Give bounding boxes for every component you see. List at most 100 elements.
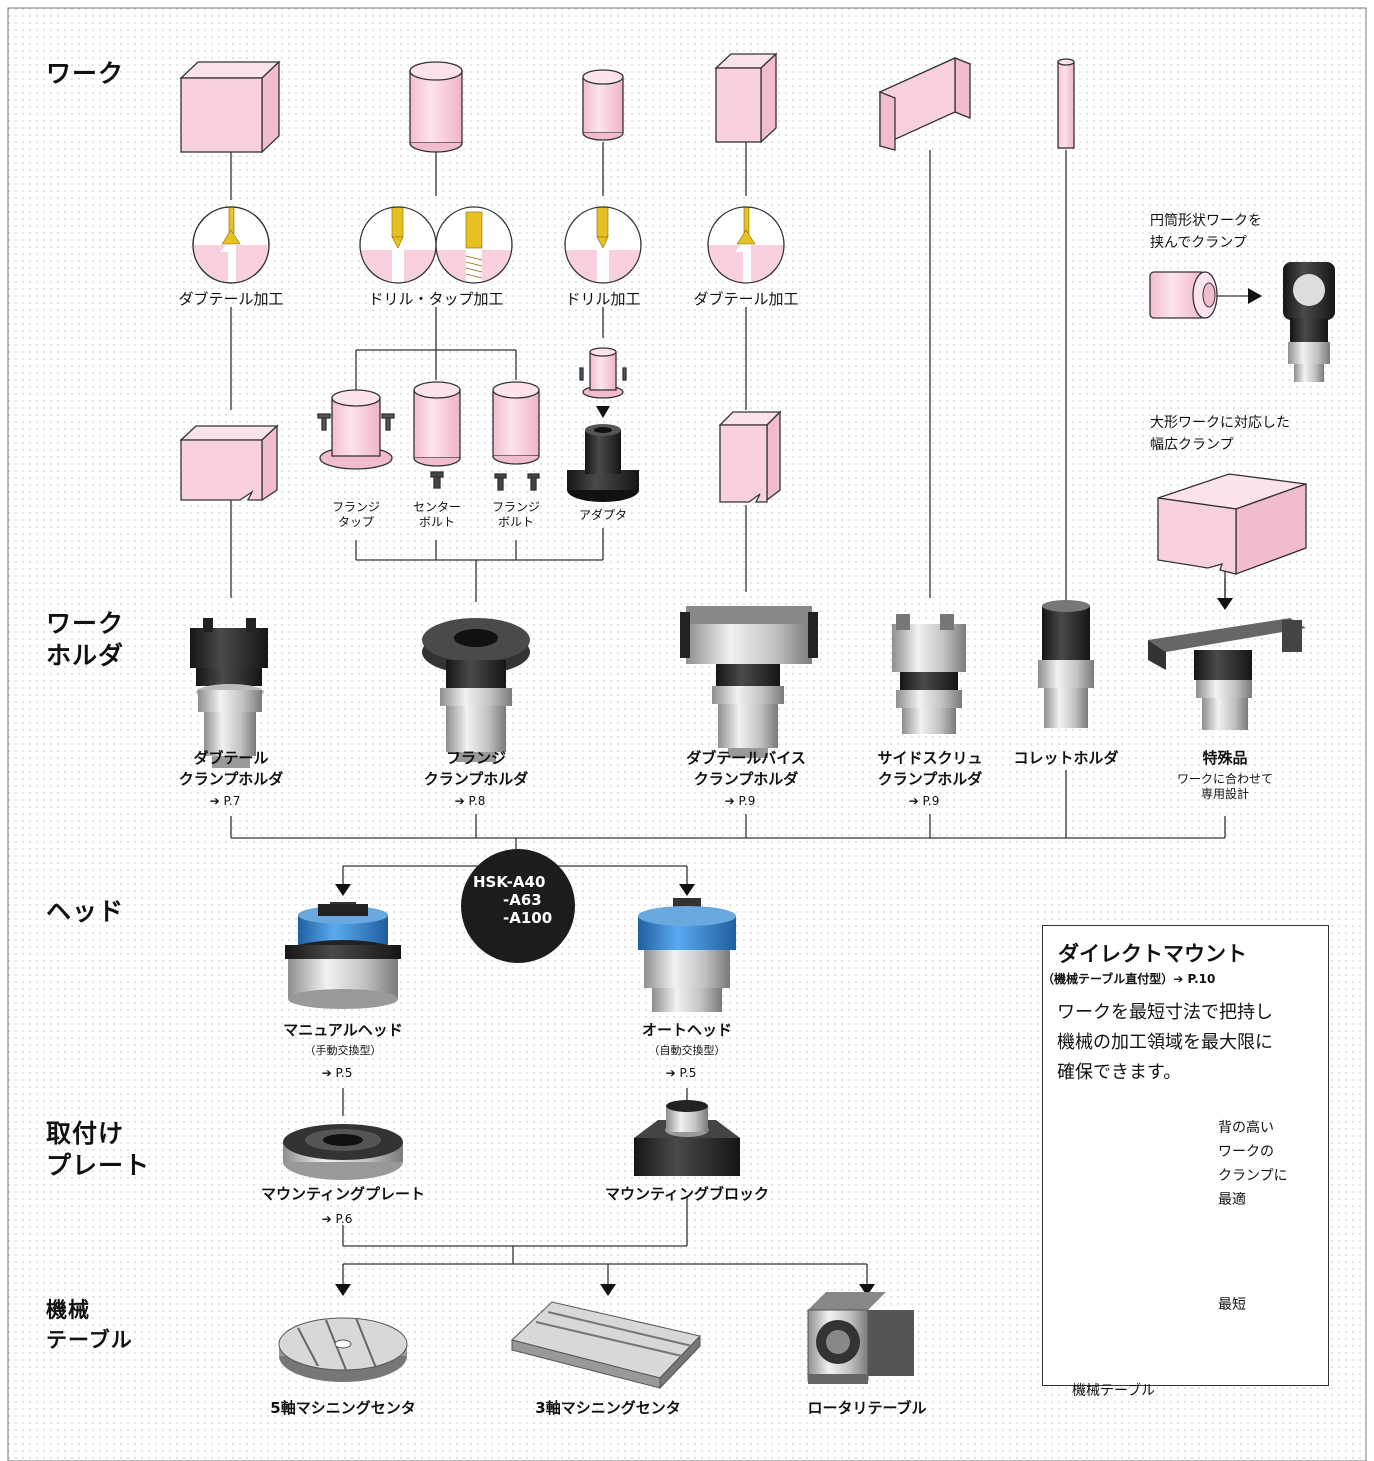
manual-head-image	[285, 902, 401, 1009]
three-axis-table-image	[511, 1301, 701, 1390]
drill-icon	[359, 206, 437, 284]
flange-clamp-holder-image	[422, 618, 530, 762]
flange-clamp-holder-label: フランジクランプホルダ	[424, 748, 529, 790]
shortest-label: 最短	[1218, 1297, 1246, 1313]
direct-mount-description-line1: ワークを最短寸法で把持し	[1057, 1002, 1273, 1023]
direct-mount-description-line3: 確保できます。	[1057, 1062, 1182, 1083]
collet-holder-label: コレットホルダ	[1013, 749, 1119, 767]
holders	[190, 600, 1306, 768]
tall-workpiece-note-line2: ワークの	[1218, 1144, 1274, 1160]
tall-workpiece-note: 背の高い ワークの クランプに 最適	[1218, 1116, 1288, 1212]
tall-workpiece-note-line4: 最適	[1218, 1192, 1246, 1208]
cylinder-clamp-note-line2: 挟んでクランプ	[1150, 235, 1247, 251]
hsk-badge: HSK-A40 -A63 -A100	[461, 849, 575, 963]
flange-tap-label: フランジタップ	[332, 500, 380, 530]
machining-icons	[192, 206, 785, 284]
mounting-plate-image	[283, 1124, 403, 1180]
auto-head-label: オートヘッド	[641, 1021, 733, 1039]
section-holder-label-line1: ワーク	[46, 609, 125, 638]
dovetail-vise-clamp-holder-label: ダブテールバイスクランプホルダ	[686, 748, 806, 790]
special-product-label: 特殊品	[1202, 749, 1248, 767]
heads	[285, 898, 736, 1012]
dovetail-clamp-holder-image	[190, 618, 268, 768]
auto-head-page-ref[interactable]: ➔ P.5	[665, 1066, 697, 1080]
center-bolt-label-line2: ボルト	[418, 515, 456, 529]
vise-page-ref[interactable]: ➔ P.9	[724, 794, 756, 808]
flange-page-ref[interactable]: ➔ P.8	[454, 794, 486, 808]
tap-icon	[435, 206, 513, 284]
wide-clamp-note-line1: 大形ワークに対応した	[1150, 415, 1290, 431]
flange-bolt-label-line2: ボルト	[497, 515, 535, 529]
direct-mount-description-line2: 機械の加工領域を最大限に	[1057, 1032, 1273, 1053]
dovetail-machining-caption-2: ダブテール加工	[693, 290, 799, 308]
hsk-line3: -A100	[503, 909, 553, 927]
flange-bolt-label: フランジボルト	[492, 500, 540, 530]
dovetail-clamp-holder-label-line2: クランプホルダ	[178, 770, 284, 788]
flange-clamp-holder-label-line1: フランジ	[445, 749, 506, 767]
hsk-line2: -A63	[503, 891, 542, 909]
manual-head-page-ref[interactable]: ➔ P.5	[321, 1066, 353, 1080]
side-screw-clamp-holder-label: サイドスクリュクランプホルダ	[877, 748, 982, 790]
section-table-label-line2: テーブル	[46, 1328, 133, 1352]
dovetail-clamp-holder-label: ダブテールクランプホルダ	[179, 748, 284, 790]
machine-tables	[278, 1292, 914, 1390]
cylinder-clamp-note-line1: 円筒形状ワークを	[1150, 213, 1262, 229]
auto-head-image	[638, 898, 736, 1012]
special-product-note-line2: 専用設計	[1200, 787, 1250, 801]
wide-clamp-note-line2: 幅広クランプ	[1150, 437, 1234, 453]
cylinder-clamp-note: 円筒形状ワークを挟んでクランプ	[1150, 210, 1262, 254]
rotary-table-label: ロータリテーブル	[807, 1399, 927, 1417]
plates	[283, 1100, 740, 1180]
mounting-plate-label: マウンティングプレート	[260, 1185, 426, 1203]
wide-clamp-note: 大形ワークに対応した幅広クランプ	[1150, 412, 1290, 456]
dovetail-clamp-holder-label-line1: ダブテール	[193, 749, 269, 767]
prepared-workpieces	[179, 347, 782, 503]
direct-mount-title: ダイレクトマウント	[1058, 942, 1247, 966]
hsk-line1: HSK-A40	[473, 873, 546, 891]
adapter-image	[567, 424, 639, 502]
drill-tap-machining-caption: ドリル・タップ加工	[368, 290, 504, 308]
section-plate-label-line2: プレート	[46, 1151, 151, 1180]
side-screw-page-ref[interactable]: ➔ P.9	[908, 794, 940, 808]
center-bolt-label: センターボルト	[413, 500, 461, 530]
rotary-table-image	[807, 1292, 914, 1384]
direct-mount-description: ワークを最短寸法で把持し 機械の加工領域を最大限に 確保できます。	[1057, 998, 1273, 1088]
five-axis-machining-center-label: 5軸マシニングセンタ	[270, 1399, 416, 1417]
collet-holder-image	[1038, 600, 1094, 728]
direct-mount-subtitle: （機械テーブル直付型）➔ P.10	[1042, 972, 1216, 986]
special-holder-image	[1148, 618, 1306, 730]
section-work-label: ワーク	[46, 59, 125, 88]
adapter-label: アダプタ	[578, 508, 628, 522]
special-product-note: ワークに合わせて専用設計	[1177, 772, 1273, 802]
dovetail-machining-icon-1	[192, 206, 270, 284]
tall-workpiece-note-line1: 背の高い	[1218, 1120, 1274, 1136]
five-axis-table-image	[278, 1317, 408, 1382]
three-axis-machining-center-label: 3軸マシニングセンタ	[535, 1399, 681, 1417]
mounting-block-image	[634, 1100, 740, 1176]
special-product-note-line1: ワークに合わせて	[1176, 772, 1274, 786]
dovetail-vise-clamp-holder-label-line2: クランプホルダ	[693, 770, 799, 788]
mounting-plate-page-ref[interactable]: ➔ P.6	[321, 1212, 353, 1226]
dovetail-vise-clamp-holder-label-line1: ダブテールバイス	[686, 749, 806, 767]
dovetail-page-ref[interactable]: ➔ P.7	[209, 794, 241, 808]
direct-mount-box	[1042, 925, 1329, 1386]
flange-clamp-holder-label-line2: クランプホルダ	[423, 770, 529, 788]
manual-head-subtitle: （手動交換型）	[304, 1044, 382, 1057]
drill-icon-2	[564, 206, 642, 284]
section-plate-label-line1: 取付け	[46, 1119, 125, 1148]
side-screw-clamp-holder-label-line2: クランプホルダ	[877, 770, 983, 788]
manual-head-label: マニュアルヘッド	[283, 1021, 403, 1039]
flange-bolt-label-line1: フランジ	[491, 500, 541, 514]
section-head-label: ヘッド	[46, 897, 125, 926]
section-holder-label-line2: ホルダ	[46, 641, 125, 670]
tall-workpiece-note-line3: クランプに	[1218, 1168, 1288, 1184]
dovetail-machining-icon-2	[707, 206, 785, 284]
wide-workpiece	[1157, 473, 1307, 575]
side-screw-clamp-holder-label-line1: サイドスクリュ	[877, 749, 983, 767]
section-table-label-line1: 機械	[46, 1298, 90, 1322]
flange-tap-label-line2: タップ	[337, 515, 375, 529]
dovetail-vise-clamp-holder-image	[680, 606, 818, 758]
flange-tap-label-line1: フランジ	[331, 500, 381, 514]
cylinder-clamp-image	[1149, 262, 1335, 382]
